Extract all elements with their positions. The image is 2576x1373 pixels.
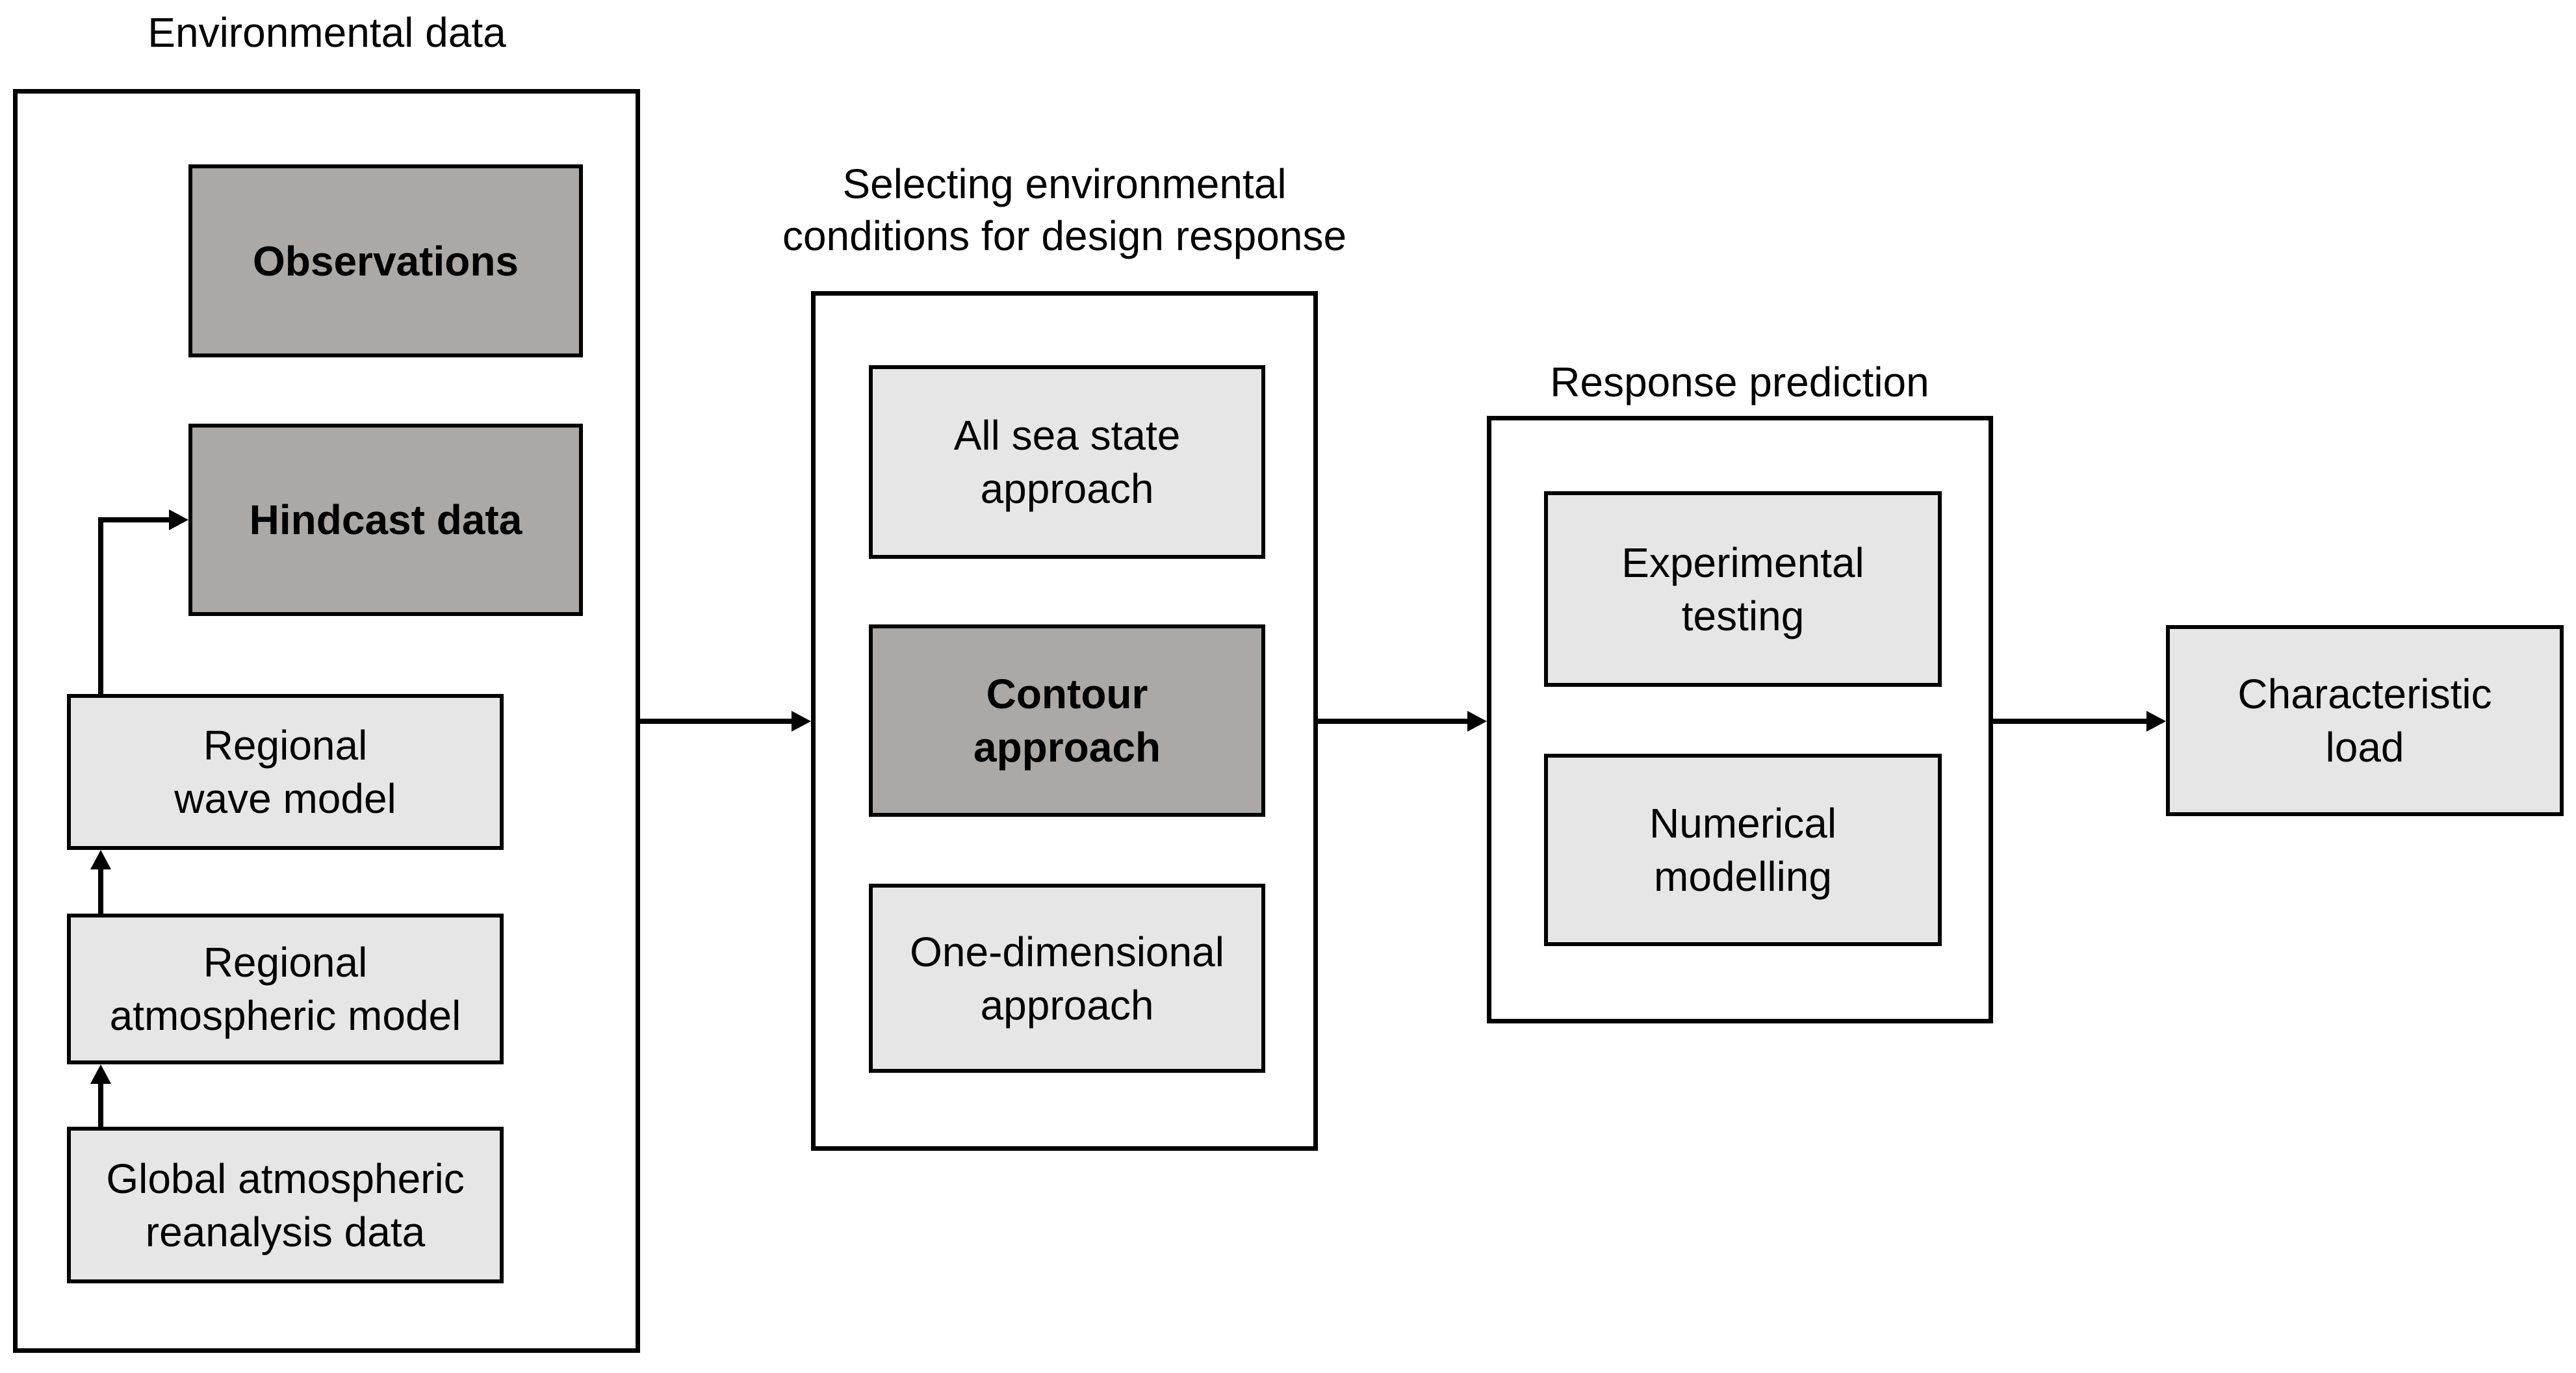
environmental-data-title: Environmental data [148, 9, 506, 56]
arrow-wave-to-hindcast-vertical-line [98, 517, 103, 694]
arrow-wave-to-hindcast-horizontal-line [98, 517, 170, 522]
node-hindcast-data: Hindcast data [188, 424, 583, 616]
response-prediction-title: Response prediction [1550, 359, 1929, 405]
arrow-wave-to-hindcast-head [169, 509, 188, 530]
arrow-response-to-characteristic-line [1992, 719, 2148, 724]
node-observations: Observations [188, 164, 583, 357]
node-regional-atmospheric-model: Regional atmospheric model [67, 914, 504, 1064]
arrow-selecting-to-response-line [1317, 719, 1469, 724]
node-contour-approach: Contour approach [869, 624, 1265, 817]
arrow-response-to-characteristic-head [2146, 711, 2166, 732]
arrow-environmental-to-selecting-head [792, 711, 811, 732]
arrow-global-to-regional-atmospheric-head [90, 1064, 111, 1084]
arrow-selecting-to-response-head [1467, 711, 1487, 732]
arrow-environmental-to-selecting-line [640, 719, 793, 724]
selecting-conditions-title: Selecting environmental conditions for d… [782, 160, 1347, 259]
node-regional-wave-model: Regional wave model [67, 694, 504, 850]
node-experimental-testing: Experimental testing [1544, 491, 1942, 687]
response-prediction-container [1487, 416, 1993, 1023]
selecting-conditions-container [811, 291, 1318, 1151]
node-global-atmospheric-reanalysis: Global atmospheric reanalysis data [67, 1127, 504, 1283]
arrow-regional-atmospheric-to-wave-line [98, 868, 103, 914]
node-characteristic-load: Characteristic load [2166, 625, 2564, 816]
environmental-data-container [13, 89, 640, 1353]
node-numerical-modelling: Numerical modelling [1544, 754, 1942, 946]
node-all-sea-state-approach: All sea state approach [869, 365, 1265, 559]
arrow-regional-atmospheric-to-wave-head [90, 850, 111, 869]
arrow-global-to-regional-atmospheric-line [98, 1083, 103, 1127]
node-one-dimensional-approach: One-dimensional approach [869, 884, 1265, 1073]
